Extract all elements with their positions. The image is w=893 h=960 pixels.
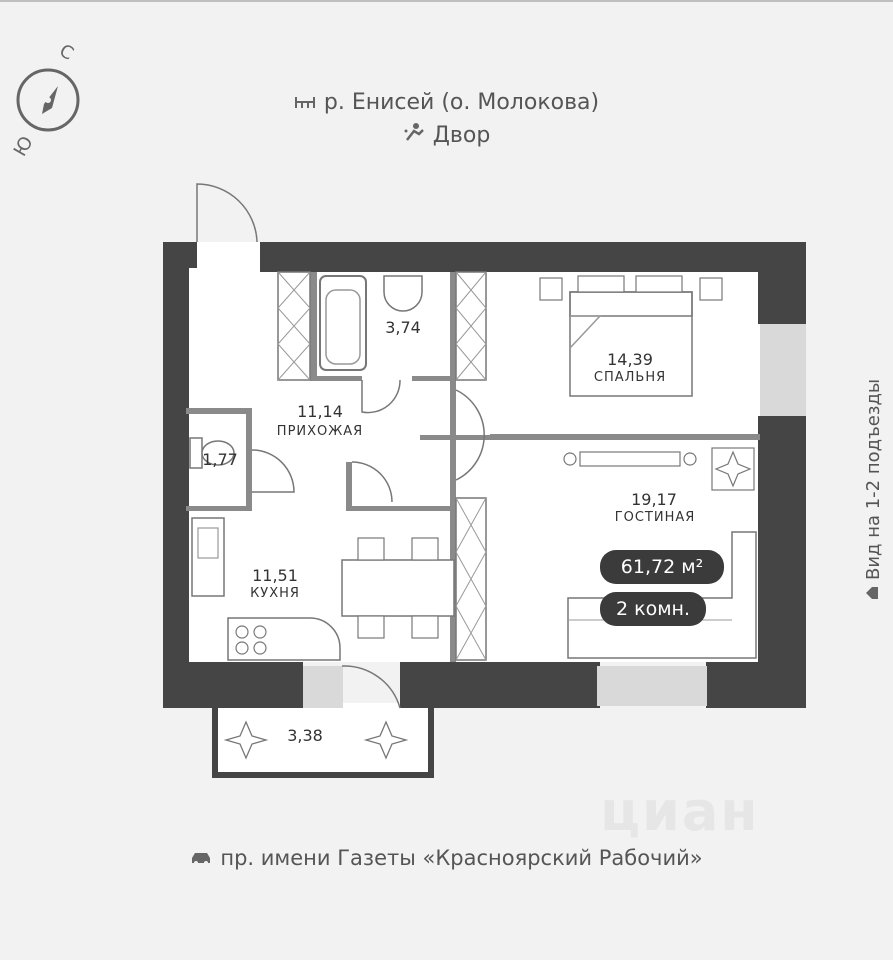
side-view-note: Вид на 1-2 подъезды — [845, 340, 893, 600]
living-area: 19,17 — [631, 490, 677, 509]
hallway-name: ПРИХОЖАЯ — [276, 424, 364, 439]
floor-plan-drawing — [163, 183, 806, 778]
compass-icon — [12, 64, 84, 136]
street-orientation: пр. имени Газеты «Красноярский Рабочий» — [0, 846, 893, 870]
floor-plan: 3,74 14,39 СПАЛЬНЯ 11,14 ПРИХОЖАЯ 1,77 1… — [160, 180, 810, 800]
bedroom-area: 14,39 — [607, 350, 653, 369]
playground-icon — [403, 122, 425, 148]
yard-label: Двор — [432, 123, 491, 148]
kitchen-area: 11,51 — [252, 566, 298, 585]
river-label: р. Енисей (о. Молокова) — [323, 90, 600, 115]
top-border — [0, 0, 893, 2]
yard-orientation: Двор — [0, 122, 893, 148]
car-icon — [190, 846, 212, 870]
bridge-icon — [294, 90, 316, 115]
total-area-badge: 61,72 м² — [600, 550, 724, 584]
side-view-label: Вид на 1-2 подъезды — [863, 378, 884, 580]
toilet-area: 1,77 — [202, 450, 238, 469]
living-name: ГОСТИНАЯ — [614, 510, 696, 525]
balcony-area: 3,38 — [287, 726, 323, 745]
bedroom-name: СПАЛЬНЯ — [593, 370, 667, 385]
watermark: циан — [600, 780, 760, 843]
kitchen-name: КУХНЯ — [250, 586, 300, 601]
building-icon — [863, 586, 884, 600]
street-label: пр. имени Газеты «Красноярский Рабочий» — [220, 846, 703, 870]
rooms-count-badge: 2 комн. — [600, 592, 706, 626]
hallway-area: 11,14 — [297, 402, 343, 421]
river-orientation: р. Енисей (о. Молокова) — [0, 90, 893, 115]
bathroom-area: 3,74 — [385, 318, 421, 337]
compass-north-label: С — [55, 40, 77, 65]
